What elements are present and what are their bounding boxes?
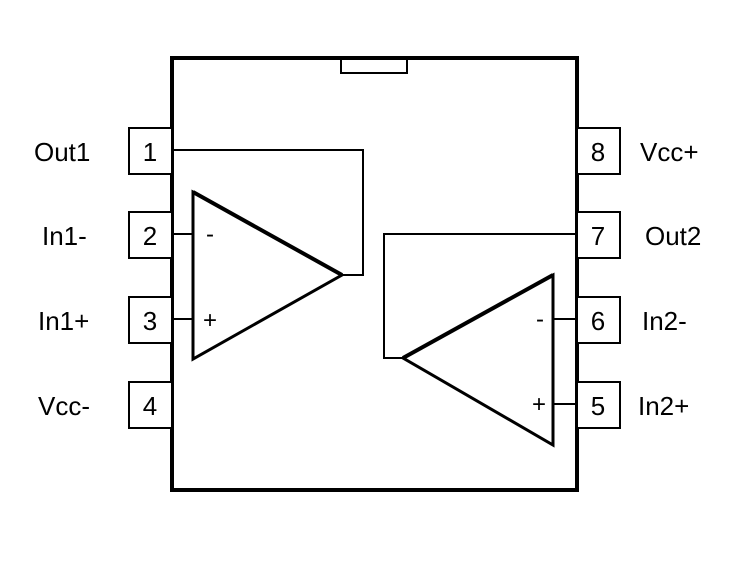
- pin-label: Vcc-: [38, 391, 90, 421]
- pin-number: 7: [591, 221, 605, 251]
- pin-number: 2: [143, 221, 157, 251]
- pin-2: 2 In1-: [42, 211, 173, 259]
- pin-number: 4: [143, 391, 157, 421]
- opamp-2: - +: [383, 233, 577, 448]
- inverting-input-sign: -: [206, 221, 214, 248]
- pin-label: In2-: [642, 306, 687, 336]
- pin-number: 6: [591, 306, 605, 336]
- pin-6: 6 In2-: [576, 296, 687, 344]
- pin-8: 8 Vcc+: [576, 127, 699, 175]
- inverting-input-sign: -: [536, 306, 544, 333]
- noninverting-input-sign: +: [532, 391, 546, 418]
- pin-number: 1: [143, 137, 157, 167]
- pin-label: Out2: [645, 221, 701, 251]
- pin-label: In1+: [38, 306, 89, 336]
- pin-number: 8: [591, 137, 605, 167]
- pin-3: 3 In1+: [38, 296, 173, 344]
- pin-label: Vcc+: [640, 137, 699, 167]
- pin-label: In2+: [638, 391, 689, 421]
- pin-5: 5 In2+: [576, 381, 689, 429]
- noninverting-input-sign: +: [203, 307, 217, 334]
- pin-number: 3: [143, 306, 157, 336]
- opamp-1: - +: [172, 149, 364, 362]
- pin-7: 7 Out2: [576, 211, 701, 259]
- pin-label: Out1: [34, 137, 90, 167]
- pin-number: 5: [591, 391, 605, 421]
- pin1-notch: [340, 57, 408, 74]
- pin-4: 4 Vcc-: [38, 381, 173, 429]
- pin-1: 1 Out1: [34, 127, 173, 175]
- pin-label: In1-: [42, 221, 87, 251]
